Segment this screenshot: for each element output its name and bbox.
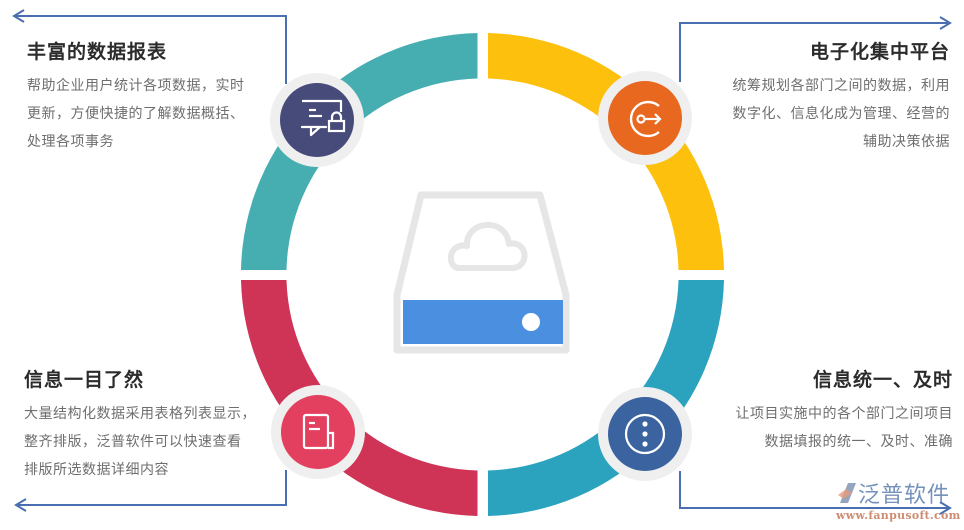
ring-segment-bottom-right xyxy=(488,280,724,516)
feature-description: 大量结构化数据采用表格列表显示， 整齐排版，泛普软件可以快速查看 排版所选数据详… xyxy=(24,400,256,484)
feature-title: 信息一目了然 xyxy=(24,369,145,391)
feature-bottom-left: 信息一目了然 大量结构化数据采用表格列表显示， 整齐排版，泛普软件可以快速查看 … xyxy=(24,368,256,484)
description-line: 数据填报的统一、及时、准确 xyxy=(764,434,953,450)
connector-bottom-right-arrow xyxy=(939,501,952,515)
connector-top-right-arrow xyxy=(939,16,952,30)
connector-top-left xyxy=(14,15,287,84)
feature-title: 信息统一、及时 xyxy=(812,369,953,391)
connector-bottom-left xyxy=(16,470,287,506)
feature-description: 让项目实施中的各个部门之间项目 数据填报的统一、及时、准确 xyxy=(736,400,954,456)
description-line: 数字化、信息化成为管理、经营的 xyxy=(732,106,950,122)
connector-bottom-right xyxy=(679,471,950,509)
description-line: 处理各项事务 xyxy=(27,134,114,150)
description-line: 让项目实施中的各个部门之间项目 xyxy=(735,406,953,422)
description-line: 排版所选数据详细内容 xyxy=(24,462,169,478)
watermark-logo: 泛普软件 www.fanpusoft.com xyxy=(836,477,960,525)
feature-bottom-right: 信息统一、及时 让项目实施中的各个部门之间项目 数据填报的统一、及时、准确 xyxy=(736,368,954,456)
watermark-name: 泛普软件 xyxy=(858,483,951,508)
feature-top-left: 丰富的数据报表 帮助企业用户统计各项数据，实时 更新，方便快捷的了解数据概括、 … xyxy=(27,40,245,156)
description-line: 帮助企业用户统计各项数据，实时 xyxy=(27,78,245,94)
feature-top-right: 电子化集中平台 统筹规划各部门之间的数据，利用 数字化、信息化成为管理、经营的 … xyxy=(733,40,951,156)
exit-arrow-icon xyxy=(598,71,692,165)
connector-top-right xyxy=(679,22,950,82)
chat-lock-icon xyxy=(270,73,364,167)
connector-bottom-left-arrow xyxy=(14,498,27,512)
connectors xyxy=(12,9,952,515)
description-line: 更新，方便快捷的了解数据概括、 xyxy=(27,106,245,122)
description-line: 辅助决策依据 xyxy=(863,134,950,150)
feature-title: 电子化集中平台 xyxy=(809,41,950,63)
feature-description: 帮助企业用户统计各项数据，实时 更新，方便快捷的了解数据概括、 处理各项事务 xyxy=(27,72,245,156)
feature-description: 统筹规划各部门之间的数据，利用 数字化、信息化成为管理、经营的 辅助决策依据 xyxy=(733,72,951,156)
description-line: 统筹规划各部门之间的数据，利用 xyxy=(732,78,950,94)
cloud-storage-drive-icon xyxy=(393,191,570,354)
description-line: 大量结构化数据采用表格列表显示， xyxy=(24,406,256,422)
feature-title: 丰富的数据报表 xyxy=(27,41,168,63)
watermark-url: www.fanpusoft.com xyxy=(836,509,961,522)
description-line: 整齐排版，泛普软件可以快速查看 xyxy=(24,434,242,450)
document-icon xyxy=(271,385,365,479)
connector-top-left-arrow xyxy=(12,9,25,23)
more-dots-icon xyxy=(598,387,692,481)
logo-mark-icon xyxy=(838,483,856,503)
